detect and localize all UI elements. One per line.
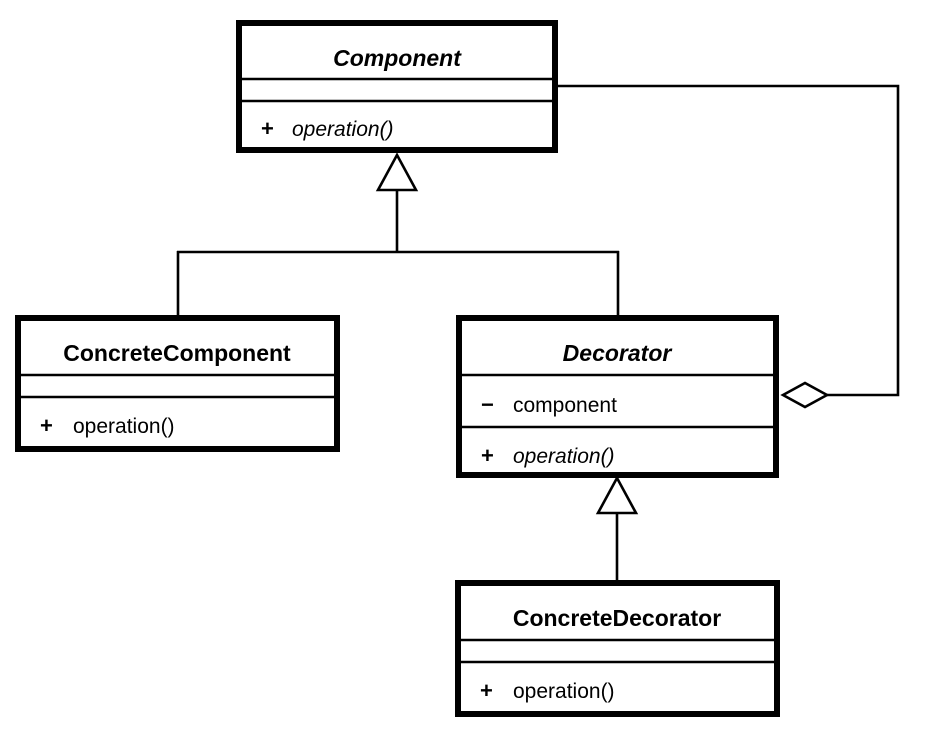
generalization-triangle-decorator [595, 475, 639, 515]
component-operation-signature: operation() [292, 118, 394, 141]
decorator-operation-signature: operation() [513, 445, 615, 468]
concrete-component-operation-signature: operation() [73, 415, 175, 438]
decorator-attribute-signature: component [513, 394, 617, 417]
concrete-decorator-class-name: ConcreteDecorator [513, 605, 721, 631]
component-operation-visibility: + [261, 116, 274, 141]
generalization-triangle-component [375, 152, 419, 192]
aggregation-diamond [780, 381, 830, 409]
component-frame [236, 20, 558, 153]
generalization-tree-component [176, 152, 620, 320]
concrete-component-class-name: ConcreteComponent [63, 340, 291, 366]
decorator-class-name: Decorator [563, 340, 673, 366]
component-class-name: Component [333, 45, 462, 71]
concrete-decorator-operation-signature: operation() [513, 680, 615, 703]
class-box-component[interactable]: Component + operation() [236, 20, 558, 153]
decorator-attribute-visibility: − [481, 392, 494, 417]
concrete-component-operation-visibility: + [40, 413, 53, 438]
class-box-concrete-component[interactable]: ConcreteComponent + operation() [15, 315, 340, 452]
generalization-concrete-decorator [595, 475, 639, 584]
decorator-frame [456, 315, 779, 478]
class-box-concrete-decorator[interactable]: ConcreteDecorator + operation() [455, 580, 780, 717]
concrete-decorator-frame [455, 580, 780, 717]
concrete-decorator-operation-visibility: + [480, 678, 493, 703]
concrete-component-frame [15, 315, 340, 452]
aggregation-path [555, 84, 900, 397]
aggregation-decorator-component [555, 84, 900, 409]
decorator-operation-visibility: + [481, 443, 494, 468]
class-box-decorator[interactable]: Decorator − component + operation() [456, 315, 779, 478]
